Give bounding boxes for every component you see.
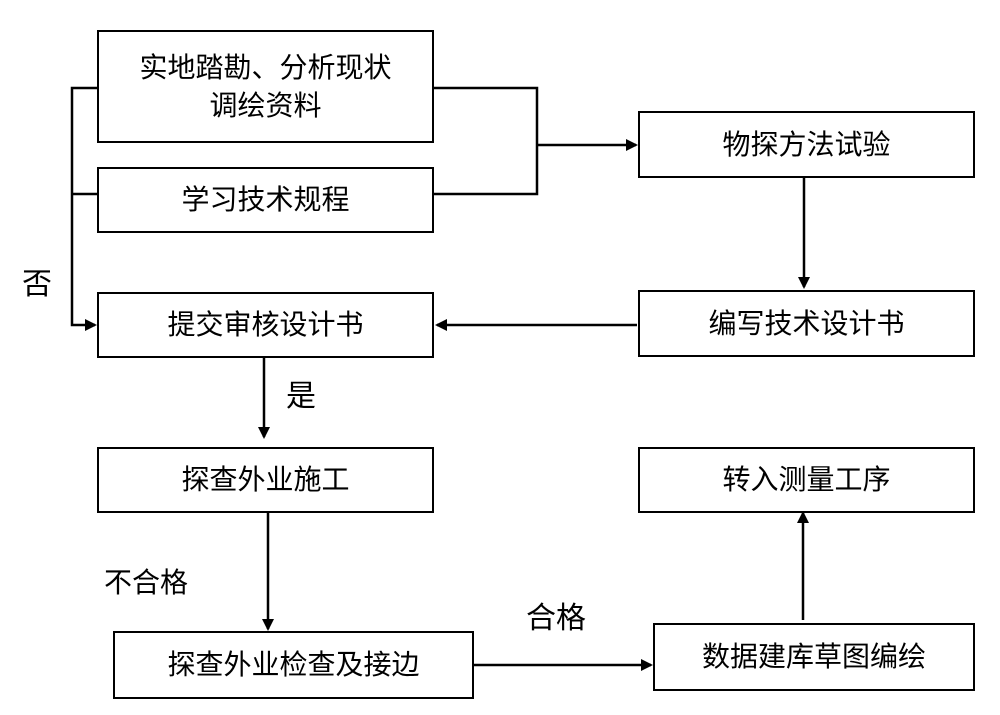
label-no: 否	[22, 267, 52, 302]
edge-survey-merge	[434, 86, 539, 196]
node-database: 数据建库草图编绘	[653, 623, 975, 691]
label-unqualified: 不合格	[104, 566, 189, 599]
node-study: 学习技术规程	[97, 167, 434, 233]
edge-unqualified-loop	[70, 86, 97, 331]
node-write-design: 编写技术设计书	[638, 290, 975, 357]
node-experiment: 物探方法试验	[638, 111, 975, 178]
node-field-check: 探查外业检查及接边	[113, 631, 474, 699]
node-survey-transfer: 转入测量工序	[638, 447, 975, 513]
node-survey: 实地踏勘、分析现状 调绘资料	[97, 30, 434, 143]
node-field-work: 探查外业施工	[97, 447, 434, 513]
label-qualified: 合格	[526, 601, 586, 636]
node-submit-review: 提交审核设计书	[97, 292, 434, 358]
label-yes: 是	[286, 379, 316, 414]
